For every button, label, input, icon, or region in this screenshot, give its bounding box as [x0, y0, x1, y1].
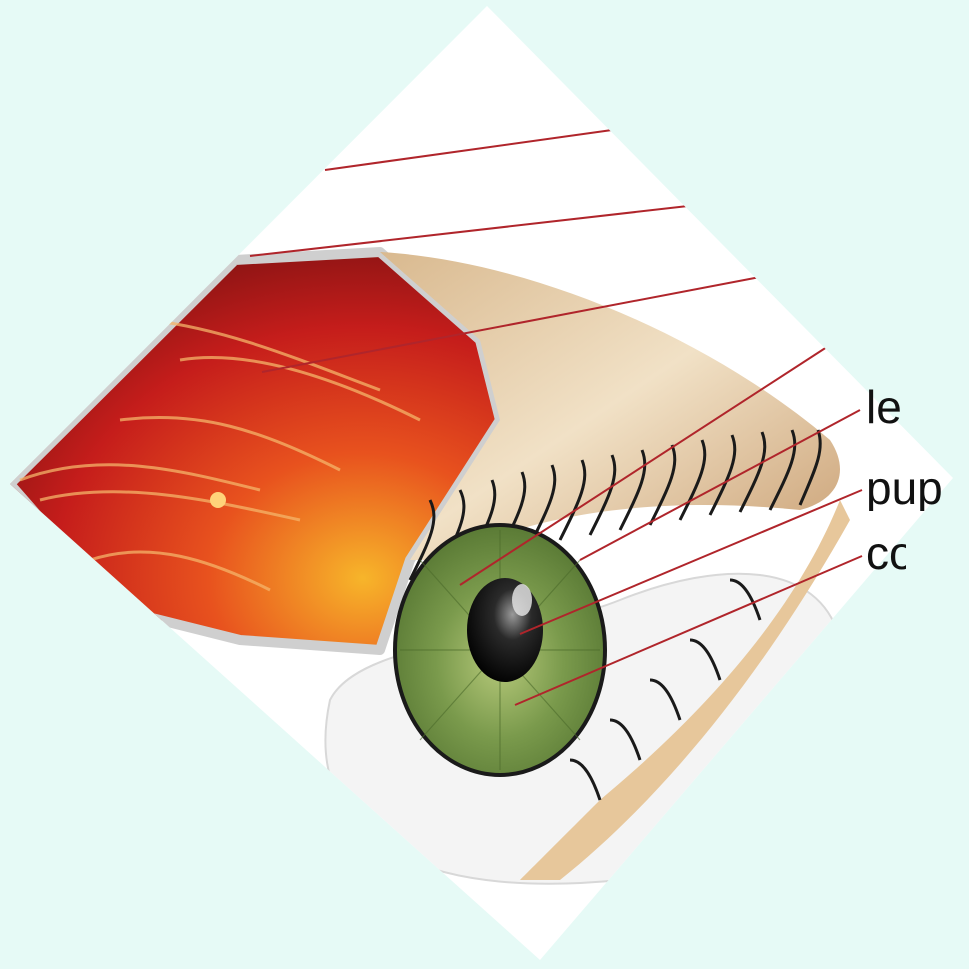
pupil-highlight: [512, 584, 532, 616]
label-pupil: pup: [866, 465, 964, 511]
macula: [210, 492, 226, 508]
label-lens: le: [866, 384, 910, 430]
label-cornea: co: [866, 530, 906, 576]
